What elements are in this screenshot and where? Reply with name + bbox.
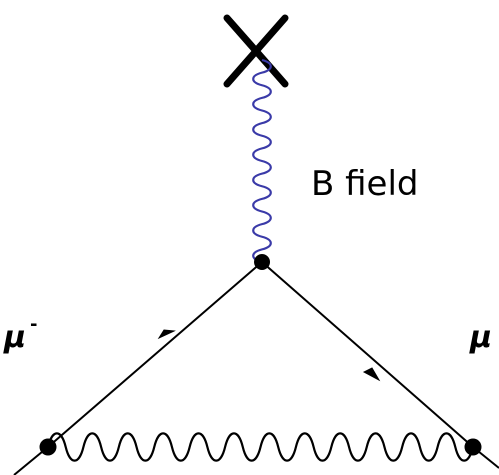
top-vertex [254, 254, 270, 270]
incoming-muon-internal-line [47, 261, 263, 448]
outgoing-muon-internal-line [261, 261, 474, 448]
external-photon-line [252, 58, 272, 264]
incoming-muon-label: μ [3, 320, 26, 355]
cross-mark-icon [223, 14, 289, 88]
right-vertex [464, 438, 482, 456]
internal-photon-line [46, 432, 475, 462]
field-label: B field [311, 164, 419, 204]
left-vertex [39, 438, 57, 456]
fermion-flow-arrow-left [157, 329, 176, 340]
outgoing-muon-label: μ [469, 320, 492, 355]
incoming-muon-charge: - [30, 314, 37, 335]
fermion-flow-arrow-right [362, 367, 381, 382]
